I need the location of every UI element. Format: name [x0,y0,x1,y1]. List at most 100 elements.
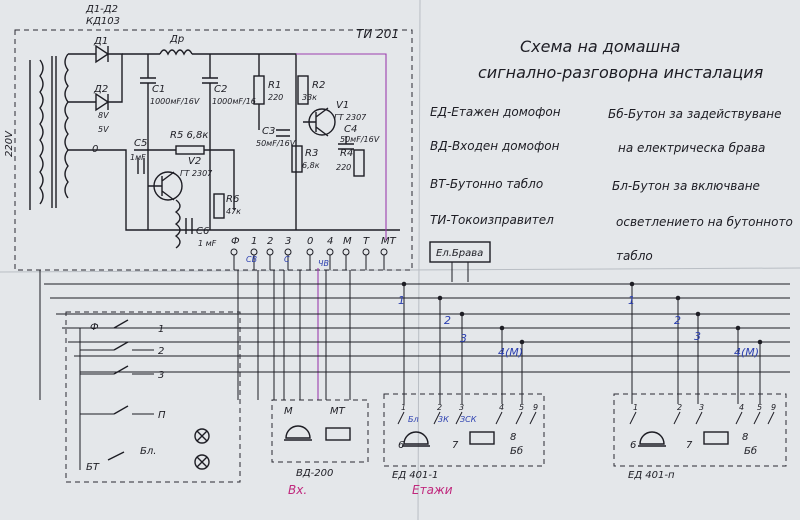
electric-lock [429,241,491,263]
r4-value: 220 [336,163,351,172]
resistor-r3 [291,145,303,173]
wire-tag-3b: 3 [694,330,701,343]
transformer-secondary [64,53,69,199]
capacitor-c3 [276,129,290,137]
bt-label: 2 [158,346,164,357]
junction-dot [675,295,681,301]
edn-inner-8: 8 [742,432,748,443]
transformer-primary [39,59,44,205]
wire-tag-2: 2 [444,314,451,327]
ed-switch [455,411,463,425]
floor-intercom-1-frame [383,393,545,467]
ed-terminal-label: 3 [459,403,464,412]
vd-term-mt: МТ [330,406,346,417]
legend-bb-cont: на електрическа брава [618,141,765,155]
ti-terminal [266,248,274,256]
ed-terminal-label: 1 [633,403,638,412]
ed-switch [529,411,537,425]
ed-switch [515,411,523,425]
entrance-intercom-label: ВД-200 [296,468,333,479]
wire-r5 [134,149,235,210]
junction-dot [459,311,465,317]
r4-label: R4 [340,148,353,159]
ground-rail [68,149,400,231]
entrance-speaker-icon [284,425,312,441]
button-panel-label: БТ [86,462,100,473]
resistor-r5 [175,145,205,155]
bus-lines [39,270,790,404]
electric-lock-label: Ел.Брава [436,248,483,259]
lamp-2-icon [194,454,210,470]
ti-terminal-label: МТ [381,236,397,247]
ti-terminal [342,248,350,256]
r3-value: 6,8к [302,161,320,170]
tag-sv: СВ [246,255,257,264]
ed-terminal-label: 9 [533,403,538,412]
bt-label: 3 [158,370,164,381]
ed1-inner-8: 8 [510,432,516,443]
ed-switch [695,411,703,425]
r2-label: R2 [312,80,325,91]
junction-dot [519,339,525,345]
annotation-floors: Етажи [412,483,453,497]
capacitor-c1 [140,54,156,230]
bt-switch [113,319,129,329]
ti-terminal-label: 2 [267,236,273,247]
ed-switch [735,411,743,425]
floor-intercom-n-label: ЕД 401-п [628,470,675,481]
legend-ti: ТИ-Токоизправител [430,213,554,227]
wire-tag-4mb: 4(М) [734,346,759,359]
ti-terminal-label: Ф [231,236,240,247]
ed-switch [753,411,761,425]
light-button-label: Бл. [140,446,156,457]
junction-dot [437,295,443,301]
c6-value: 1 мF [198,239,217,248]
ti-terminal-label: 3 [285,236,291,247]
ed-terminal-label: 5 [519,403,524,412]
r1-label: R1 [268,80,281,91]
resistor-r2 [297,75,309,105]
diagram-title-line2: сигнално-разговорна инсталация [478,63,764,82]
mains-label: 220V [4,130,15,157]
floor-intercom-1-mic-icon [469,431,495,445]
ed-switch [673,411,681,425]
resistor-r4 [353,149,365,177]
bt-switch [113,405,129,415]
junction-dot [499,325,505,331]
capacitor-c6 [185,218,193,234]
edn-inner-6: 6 [630,440,636,451]
resistor-r6 [213,193,225,219]
purple-wire-ti [296,53,387,240]
diagram-title-line1: Схема на домашна [520,37,680,56]
ti-terminal [230,248,238,256]
ed1-note-3sk: ЗСК [460,415,477,424]
ed-switch [629,411,637,425]
bt-light-switch [107,451,125,461]
legend-bl-cont2: табло [616,249,653,263]
legend-bb: Бб-Бутон за задействуване [608,107,781,121]
power-supply-label: ТИ 201 [356,27,399,41]
diodes-header: Д1-Д2 [85,4,118,15]
legend-ed: ЕД-Етажен домофон [430,105,561,119]
ed-terminal-label: 1 [401,403,406,412]
vd-term-m: М [284,406,293,417]
ti-terminal-label: Т [363,236,370,247]
c4-label: C4 [344,124,357,135]
ed-switch [433,411,441,425]
c2-value: 1000мF/16 [212,97,256,106]
v1-label: V1 [336,100,349,111]
junction-dot [401,281,407,287]
c6-label: C6 [196,226,209,237]
junction-dot [735,325,741,331]
bt-label: 1 [158,324,164,335]
floor-intercom-1-label: ЕД 401-1 [392,470,438,481]
transistor-v1-leads [303,107,329,137]
r6-label: R6 [226,194,239,205]
v2-type: ГТ 2307 [180,169,213,178]
ed1-bb: Бб [510,445,523,457]
r1-value: 220 [268,93,283,102]
